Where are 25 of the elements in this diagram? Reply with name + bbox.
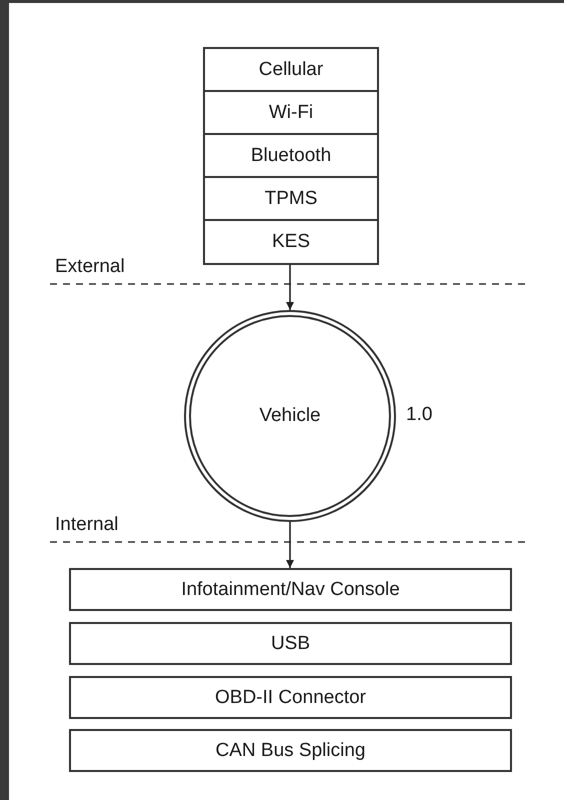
component-box [69,622,512,665]
component-box [69,676,512,719]
node-label: Vehicle [259,405,321,427]
component-box [203,90,379,135]
component-box [203,47,379,92]
zone-label: Internal [55,514,118,536]
zone-label: External [55,256,125,278]
node-label: OBD-II Connector [215,686,366,708]
process-circle [184,310,396,522]
component-box [203,219,379,265]
node-label: KES [272,231,310,253]
node-label: USB [270,632,310,654]
node-label: Infotainment/Nav Console [181,578,400,600]
component-box [69,568,512,611]
arrow [286,265,294,310]
node-label: Bluetooth [250,144,332,166]
component-box [69,729,512,772]
node-label: Wi-Fi [268,102,314,124]
node-label: Cellular [258,58,324,80]
arrow [286,522,294,568]
component-box [203,133,379,178]
node-label: TPMS [264,188,318,210]
component-box [203,176,379,221]
node-label: CAN Bus Splicing [216,740,366,762]
process-number: 1.0 [406,404,432,426]
